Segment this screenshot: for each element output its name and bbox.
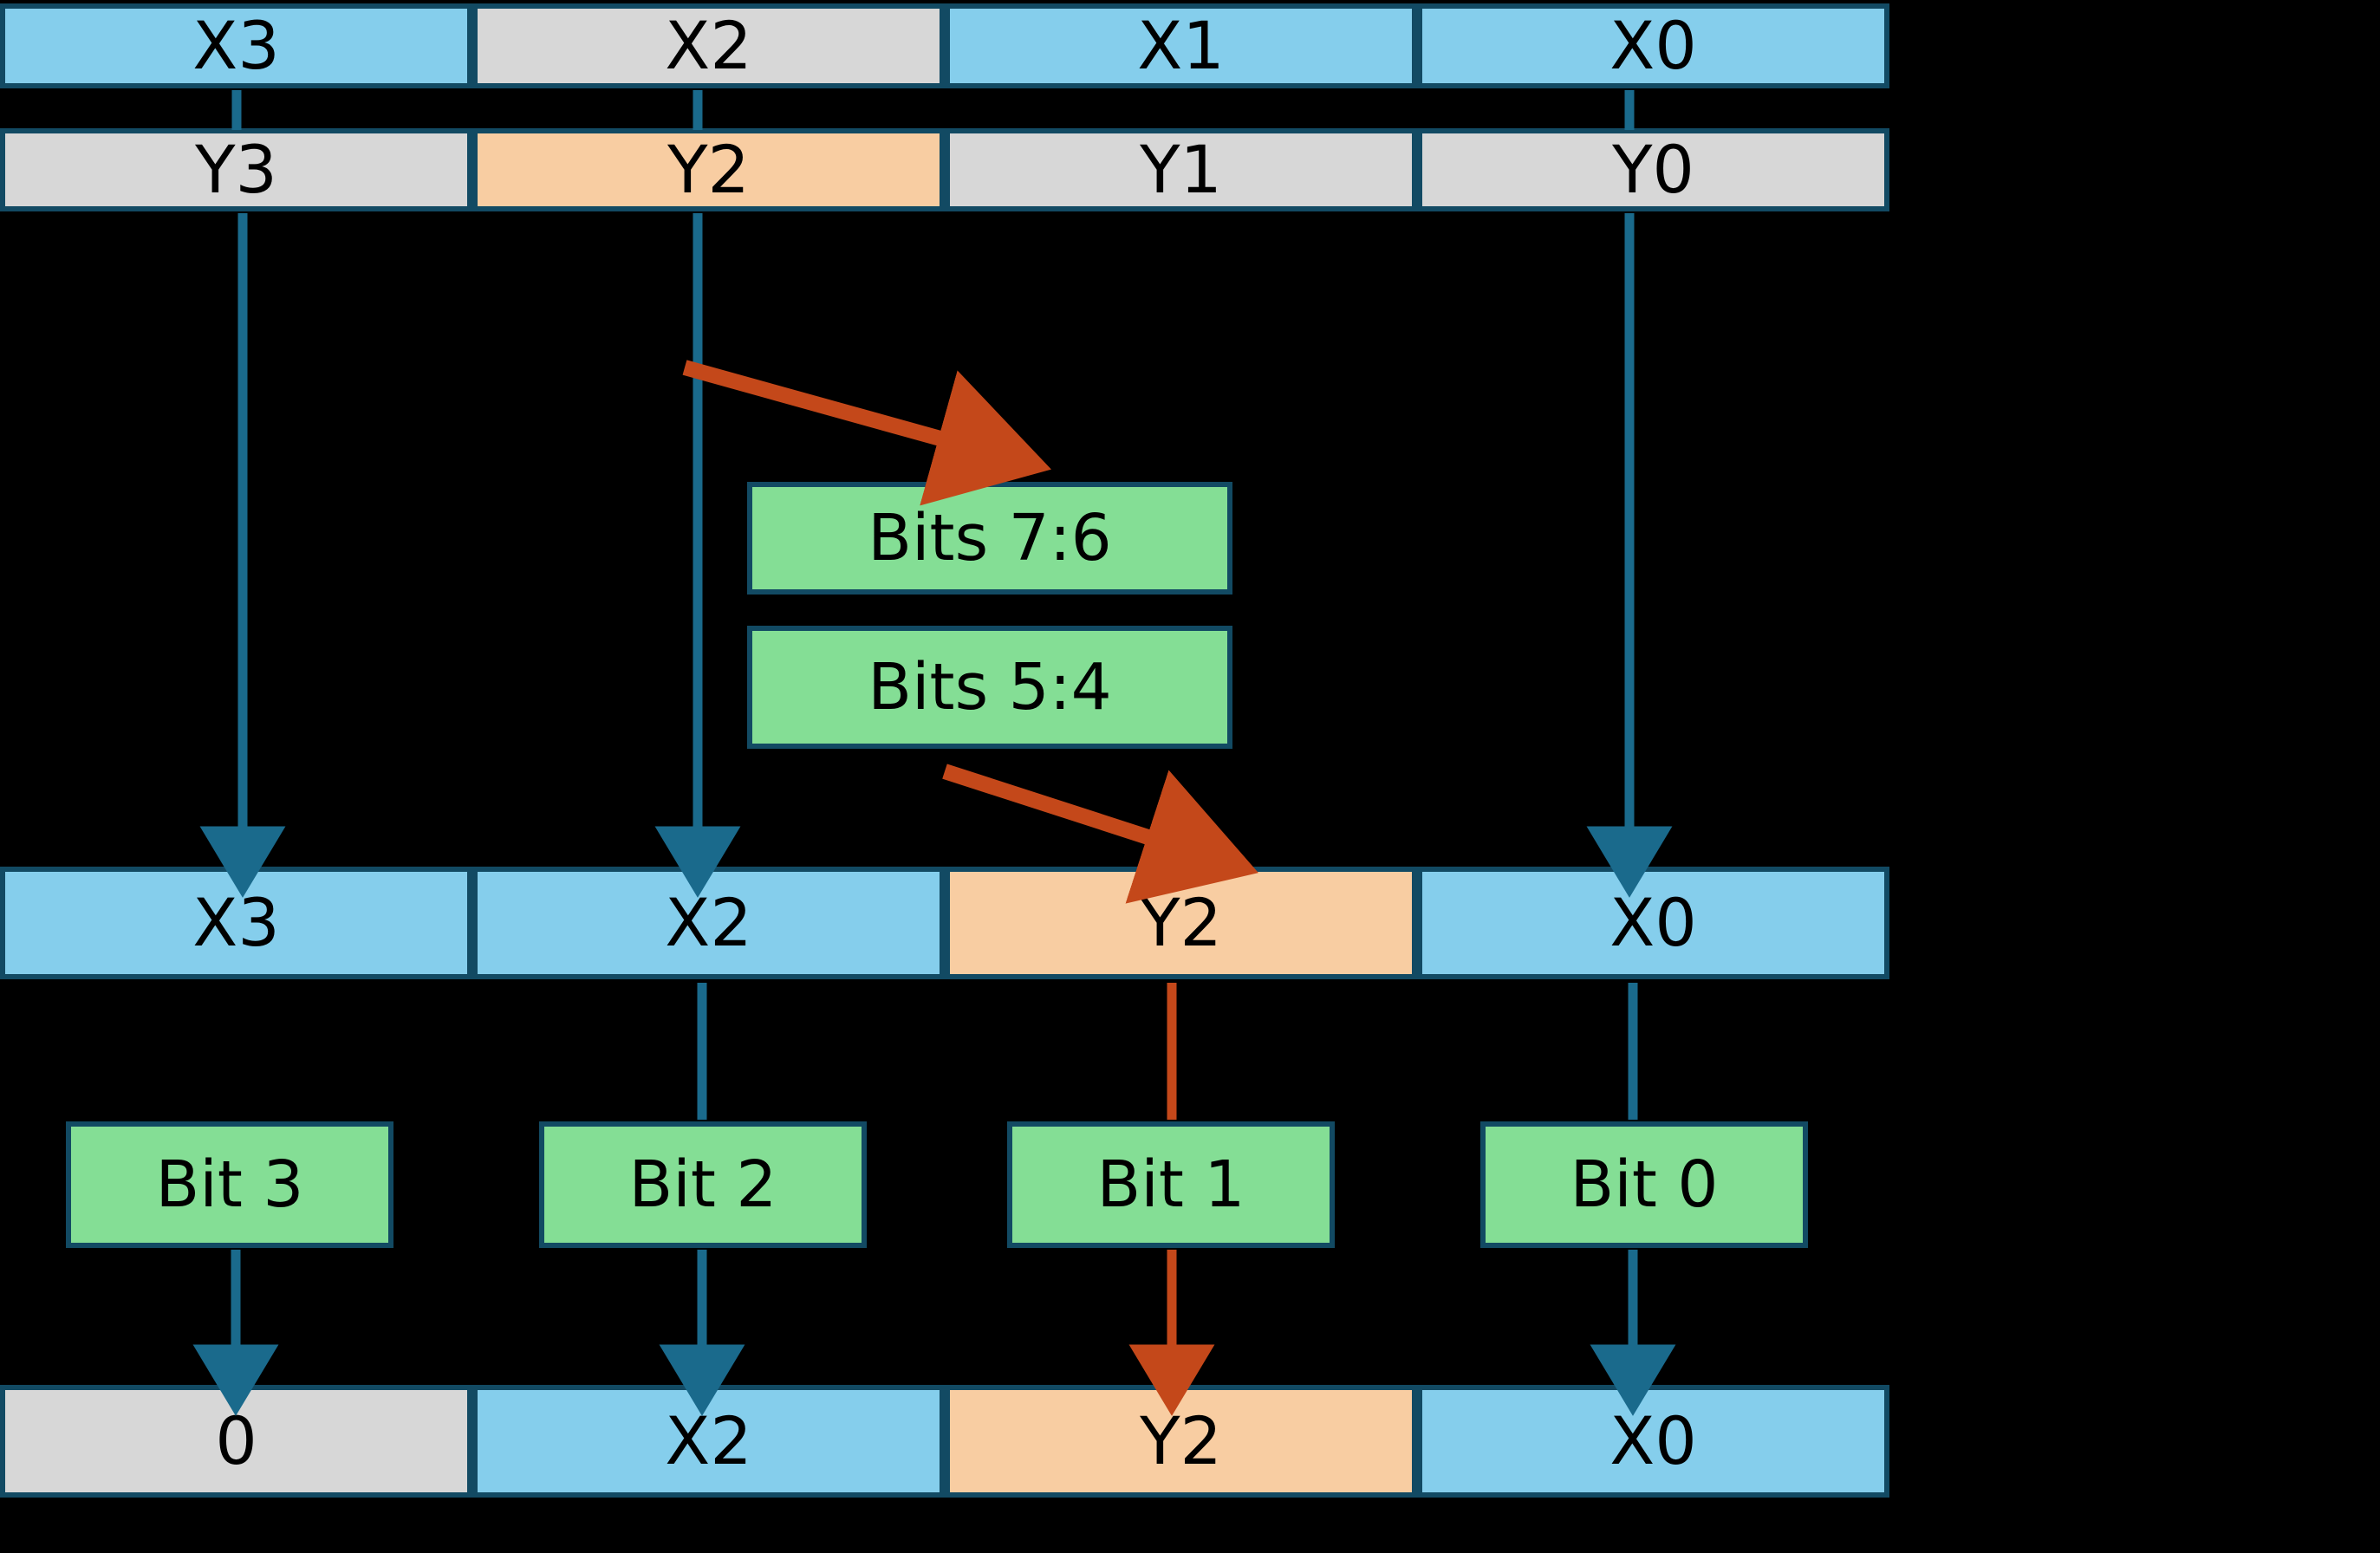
bits-7-6-label: Bits 7:6: [868, 501, 1112, 575]
cell-result-x2[interactable]: X2: [472, 1385, 945, 1498]
cell-label: X0: [1609, 7, 1697, 84]
bit-2-label: Bit 2: [628, 1147, 777, 1222]
cell-x1[interactable]: X1: [945, 3, 1417, 88]
cell-y0[interactable]: Y0: [1417, 128, 1889, 211]
cell-y1[interactable]: Y1: [945, 128, 1417, 211]
cell-result-zero[interactable]: 0: [0, 1385, 472, 1498]
cell-label: X1: [1137, 7, 1225, 84]
cell-merged-x3[interactable]: X3: [0, 867, 472, 979]
cell-x3[interactable]: X3: [0, 3, 472, 88]
row-y-source: Y3 Y2 Y1 Y0: [0, 128, 1889, 211]
cell-label: X2: [665, 7, 752, 84]
cell-label: Y2: [667, 131, 750, 208]
bits-5-4-box[interactable]: Bits 5:4: [747, 626, 1232, 749]
cell-merged-x2[interactable]: X2: [472, 867, 945, 979]
cell-label: Y1: [1140, 131, 1222, 208]
cell-label: X3: [192, 7, 280, 84]
cell-label: X0: [1609, 1402, 1697, 1479]
cell-merged-x0[interactable]: X0: [1417, 867, 1889, 979]
bits-5-4-label: Bits 5:4: [868, 650, 1112, 725]
cell-label: Y3: [195, 131, 277, 208]
bit-1-box[interactable]: Bit 1: [1007, 1121, 1335, 1248]
cell-label: X0: [1609, 884, 1697, 961]
cell-label: Y2: [1140, 1402, 1222, 1479]
cell-merged-y2[interactable]: Y2: [945, 867, 1417, 979]
arrow-bits-5-4-to-merged-y2: [942, 764, 1258, 904]
cell-x2[interactable]: X2: [472, 3, 945, 88]
bit-0-box[interactable]: Bit 0: [1480, 1121, 1808, 1248]
cell-y2[interactable]: Y2: [472, 128, 945, 211]
bits-7-6-box[interactable]: Bits 7:6: [747, 482, 1232, 595]
cell-label: 0: [215, 1402, 257, 1479]
arrow-y2-to-bits-7-6: [682, 360, 1051, 506]
bit-2-box[interactable]: Bit 2: [539, 1121, 867, 1248]
row-merged: X3 X2 Y2 X0: [0, 867, 1889, 979]
cell-label: X3: [192, 884, 280, 961]
row-x-source: X3 X2 X1 X0: [0, 3, 1889, 88]
cell-result-y2[interactable]: Y2: [945, 1385, 1417, 1498]
bit-3-box[interactable]: Bit 3: [66, 1121, 393, 1248]
bit-3-label: Bit 3: [155, 1147, 304, 1222]
cell-label: Y2: [1140, 884, 1222, 961]
cell-label: X2: [665, 884, 752, 961]
cell-label: X2: [665, 1402, 752, 1479]
cell-label: Y0: [1612, 131, 1694, 208]
cell-x0[interactable]: X0: [1417, 3, 1889, 88]
cell-y3[interactable]: Y3: [0, 128, 472, 211]
row-result: 0 X2 Y2 X0: [0, 1385, 1889, 1498]
bit-1-label: Bit 1: [1096, 1147, 1245, 1222]
cell-result-x0[interactable]: X0: [1417, 1385, 1889, 1498]
bit-0-label: Bit 0: [1570, 1147, 1719, 1222]
